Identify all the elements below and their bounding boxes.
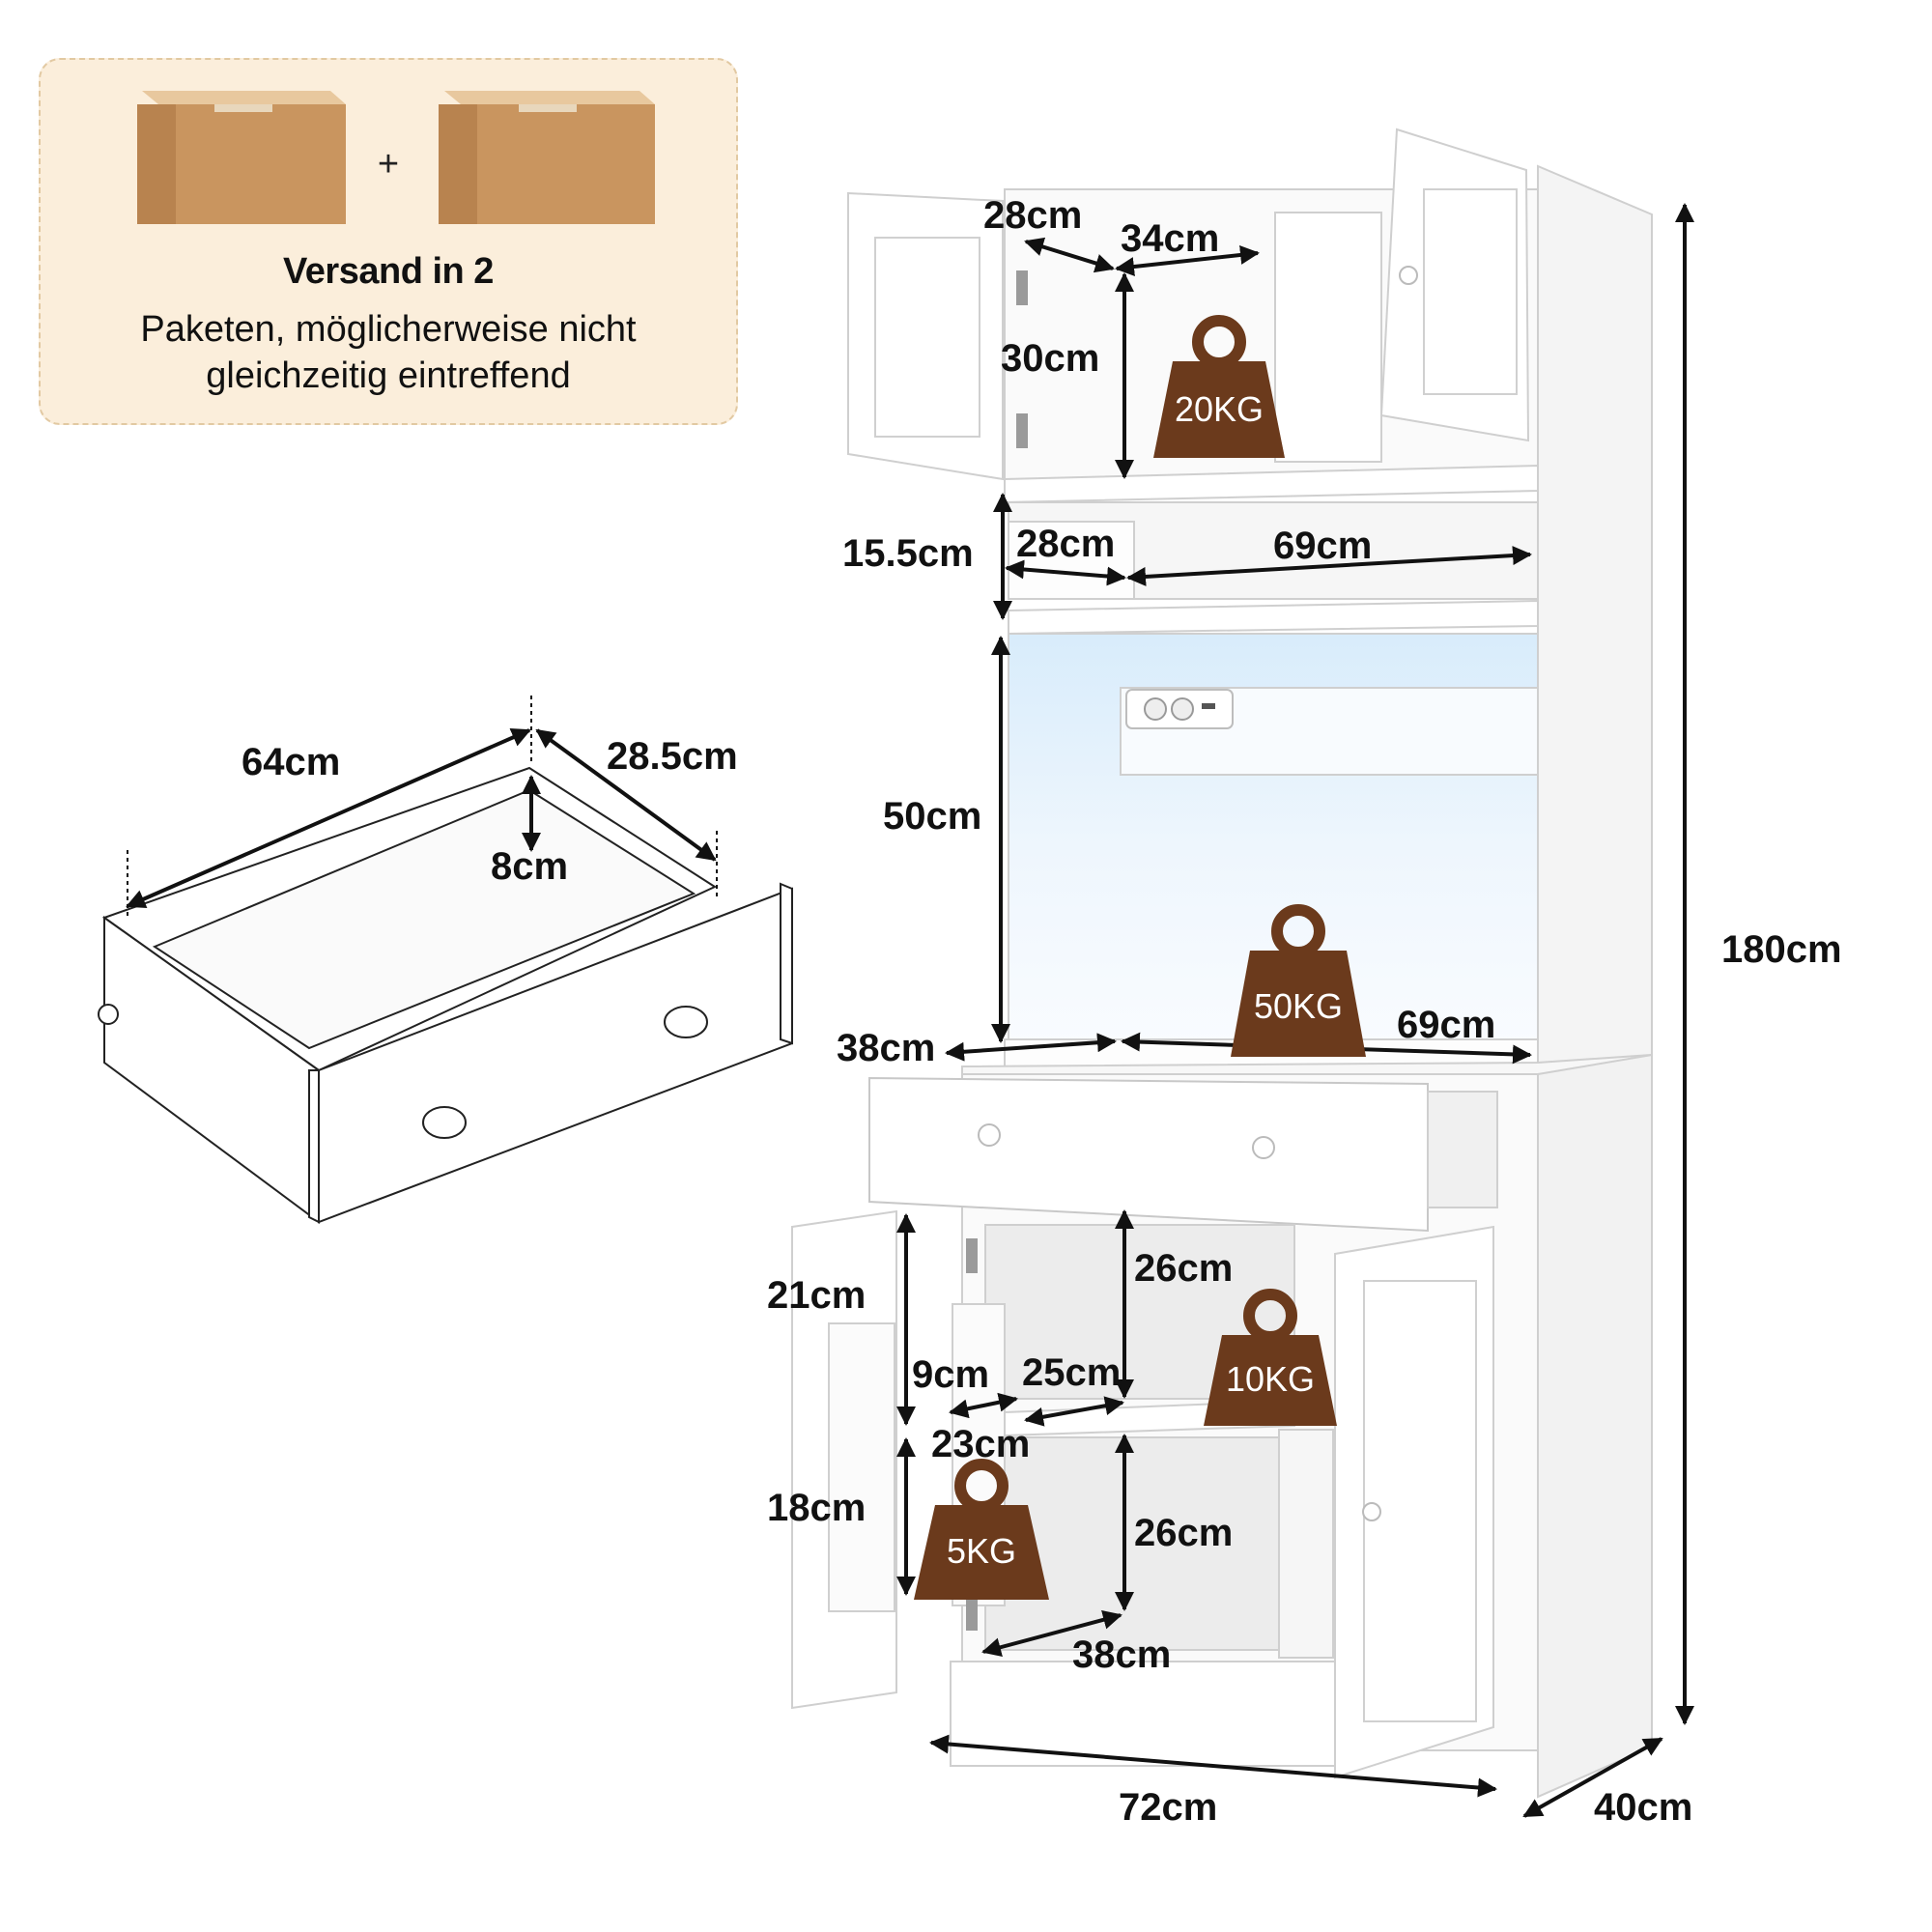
drawer-width-label: 28.5cm (607, 735, 738, 778)
plus-sign: + (378, 144, 399, 185)
shipping-description: Paketen, möglicherweise nicht gleichzeit… (41, 306, 736, 399)
door-shelf-top-height-label: 21cm (767, 1274, 866, 1317)
door-shelf-bottom-height-label: 18cm (767, 1487, 866, 1529)
usb-port-icon (1202, 703, 1215, 709)
boxes-illustration: + (137, 91, 655, 224)
door-shelf-width-label: 23cm (931, 1423, 1030, 1465)
overall-width-label: 72cm (1119, 1786, 1217, 1829)
socket-icon (1171, 697, 1194, 721)
open-shelf-depth-label: 28cm (1016, 523, 1115, 565)
hinge-icon (1016, 413, 1028, 448)
microwave-width-label: 69cm (1397, 1004, 1495, 1046)
drawer-knob-icon (664, 1006, 708, 1038)
shipping-notice-panel: + Versand in 2 Paketen, möglicherweise n… (39, 58, 738, 425)
weight-icon: 50KG (1231, 904, 1366, 1057)
microwave-height-label: 50cm (883, 795, 981, 838)
microwave-depth-label: 38cm (837, 1027, 935, 1069)
drawer-knob-icon (1252, 1136, 1275, 1159)
bottom-depth-label: 38cm (1072, 1634, 1171, 1676)
drawer-dimension-lines (126, 696, 718, 918)
shipping-line-2: gleichzeitig eintreffend (206, 355, 571, 396)
microwave-space-load: 50KG (1254, 986, 1343, 1026)
overall-depth-label: 40cm (1594, 1786, 1692, 1829)
open-shelf-height-label: 15.5cm (842, 532, 974, 575)
drawer-illustration (98, 766, 793, 1224)
box-icon (137, 91, 346, 224)
upper-cabinet-height-label: 30cm (1001, 337, 1099, 380)
hinge-icon (966, 1238, 978, 1273)
weight-icon: 5KG (914, 1459, 1049, 1600)
shipping-line-1: Paketen, möglicherweise nicht (140, 309, 637, 350)
cabinet-dimension-lines (896, 203, 1694, 1818)
open-shelf-width-label: 69cm (1273, 525, 1372, 567)
hinge-icon (966, 1596, 978, 1631)
upper-cabinet-width-label: 34cm (1121, 217, 1219, 260)
inner-depth-label: 25cm (1022, 1351, 1121, 1394)
overall-height-label: 180cm (1721, 928, 1842, 971)
hinge-icon (1016, 270, 1028, 305)
drawer-height-label: 8cm (491, 845, 568, 888)
upper-cabinet-load: 20KG (1175, 389, 1264, 429)
door-shelf-load: 5KG (947, 1531, 1016, 1571)
weight-icon: 10KG (1204, 1289, 1337, 1426)
weight-icon: 20KG (1153, 315, 1285, 458)
lower-shelf-load: 10KG (1226, 1359, 1315, 1399)
box-icon (439, 91, 655, 224)
drawer-knob-icon (422, 1106, 467, 1139)
door-shelf-depth-label: 9cm (912, 1353, 989, 1396)
lower-bottom-height-label: 26cm (1134, 1512, 1233, 1554)
socket-icon (1144, 697, 1167, 721)
door-knob-icon (1362, 1502, 1381, 1521)
cabinet-details (966, 266, 1418, 1631)
lower-upper-height-label: 26cm (1134, 1247, 1233, 1290)
door-knob-icon (1399, 266, 1418, 285)
upper-cabinet-depth-label: 28cm (983, 194, 1082, 237)
shipping-title: Versand in 2 (283, 251, 494, 292)
drawer-knob-icon (978, 1123, 1001, 1147)
drawer-length-label: 64cm (242, 741, 340, 783)
